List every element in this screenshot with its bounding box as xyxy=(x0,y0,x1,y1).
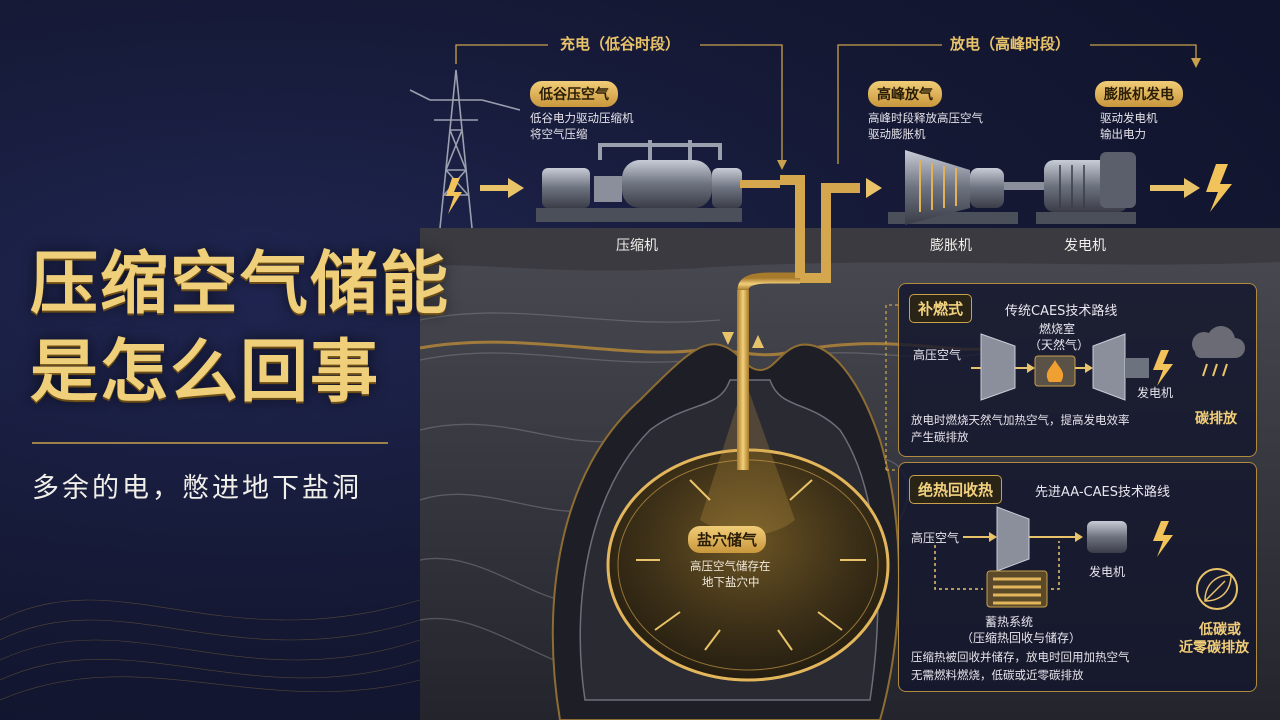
compressor-machine xyxy=(536,140,780,222)
charge-desc-1: 低谷电力驱动压缩机 xyxy=(530,111,634,125)
page-title-line2: 是怎么回事 xyxy=(30,333,381,412)
cavern-pill: 盐穴储气 xyxy=(688,526,767,553)
page-subtitle: 多余的电，憋进地下盐洞 xyxy=(32,473,362,504)
card1-chamber-2: （天然气） xyxy=(1029,338,1090,352)
charge-pill: 低谷压空气 xyxy=(530,81,618,107)
card1-desc-2: 产生碳排放 xyxy=(911,430,969,444)
card1-air: 高压空气 xyxy=(913,348,962,362)
discharge-desc-2b: 输出电力 xyxy=(1100,127,1146,141)
generator-icon-card2 xyxy=(1087,521,1127,553)
compressor-label: 压缩机 xyxy=(616,238,658,254)
expander-label: 膨胀机 xyxy=(930,238,972,254)
charge-bracket xyxy=(455,44,783,164)
card-adiabatic: 绝热回收热 先进AA-CAES技术路线 高压空气 发电机 蓄热系统 （压缩热回收… xyxy=(898,462,1257,692)
lightning-icon-output xyxy=(1206,164,1232,212)
card-combustion: 补燃式 传统CAES技术路线 高压空气 燃烧室 （天然气） 发电机 放电时燃烧天… xyxy=(898,283,1257,457)
card2-storage-2: （压缩热回收与储存） xyxy=(961,631,1082,645)
discharge-pill-1: 高峰放气 xyxy=(868,81,942,107)
lightning-icon-tower xyxy=(446,178,462,214)
card1-desc-1: 放电时燃烧天然气加热空气，提高发电效率 xyxy=(911,413,1130,427)
card2-storage-1: 蓄热系统 xyxy=(985,615,1034,629)
combustion-diagram xyxy=(971,326,1245,401)
adiabatic-diagram xyxy=(934,506,1238,610)
generator-label: 发电机 xyxy=(1064,238,1106,254)
charge-header: 充电（低谷时段） xyxy=(560,35,681,53)
transmission-tower xyxy=(409,69,521,229)
card2-desc-2: 无需燃料燃烧，低碳或近零碳排放 xyxy=(911,668,1084,682)
card1-gen: 发电机 xyxy=(1137,386,1174,400)
lightning-icon-card1 xyxy=(1153,350,1173,386)
card1-badge: 碳排放 xyxy=(1195,411,1237,427)
discharge-desc-2a: 驱动发电机 xyxy=(1100,111,1158,125)
page-title-line1: 压缩空气储能 xyxy=(30,245,451,324)
card2-gen: 发电机 xyxy=(1089,565,1126,579)
card2-route: 先进AA-CAES技术路线 xyxy=(1035,485,1170,500)
card2-air: 高压空气 xyxy=(911,531,960,545)
lightning-icon-card2 xyxy=(1153,521,1173,557)
discharge-desc-1a: 高峰时段释放高压空气 xyxy=(868,111,983,125)
expander-machine xyxy=(888,150,1044,225)
card2-badge-1: 低碳或 xyxy=(1199,622,1241,638)
discharge-pill-2: 膨胀机发电 xyxy=(1095,81,1183,107)
pressure-arrows xyxy=(636,479,866,651)
card2-badge-2: 近零碳排放 xyxy=(1179,640,1249,656)
discharge-bracket xyxy=(837,44,1197,164)
cloud-icon xyxy=(1192,326,1245,358)
card1-tag: 补燃式 xyxy=(909,294,973,323)
discharge-desc-1b: 驱动膨胀机 xyxy=(868,127,926,141)
card1-chamber-1: 燃烧室 xyxy=(1039,322,1076,336)
card-connector xyxy=(885,304,898,471)
card2-desc-1: 压缩热被回收并储存，放电时回用加热空气 xyxy=(911,650,1130,664)
card1-route: 传统CAES技术路线 xyxy=(1005,304,1118,319)
discharge-header: 放电（高峰时段） xyxy=(950,35,1071,53)
cavern-desc-2: 地下盐穴中 xyxy=(702,575,760,589)
well-pipe xyxy=(737,290,749,470)
charge-desc-2: 将空气压缩 xyxy=(530,127,588,141)
leaf-icon xyxy=(1196,568,1238,610)
wave-decoration xyxy=(0,599,421,701)
generator-machine xyxy=(1036,152,1136,224)
cavern-desc-1: 高压空气储存在 xyxy=(690,559,771,573)
card2-tag: 绝热回收热 xyxy=(909,475,1003,504)
